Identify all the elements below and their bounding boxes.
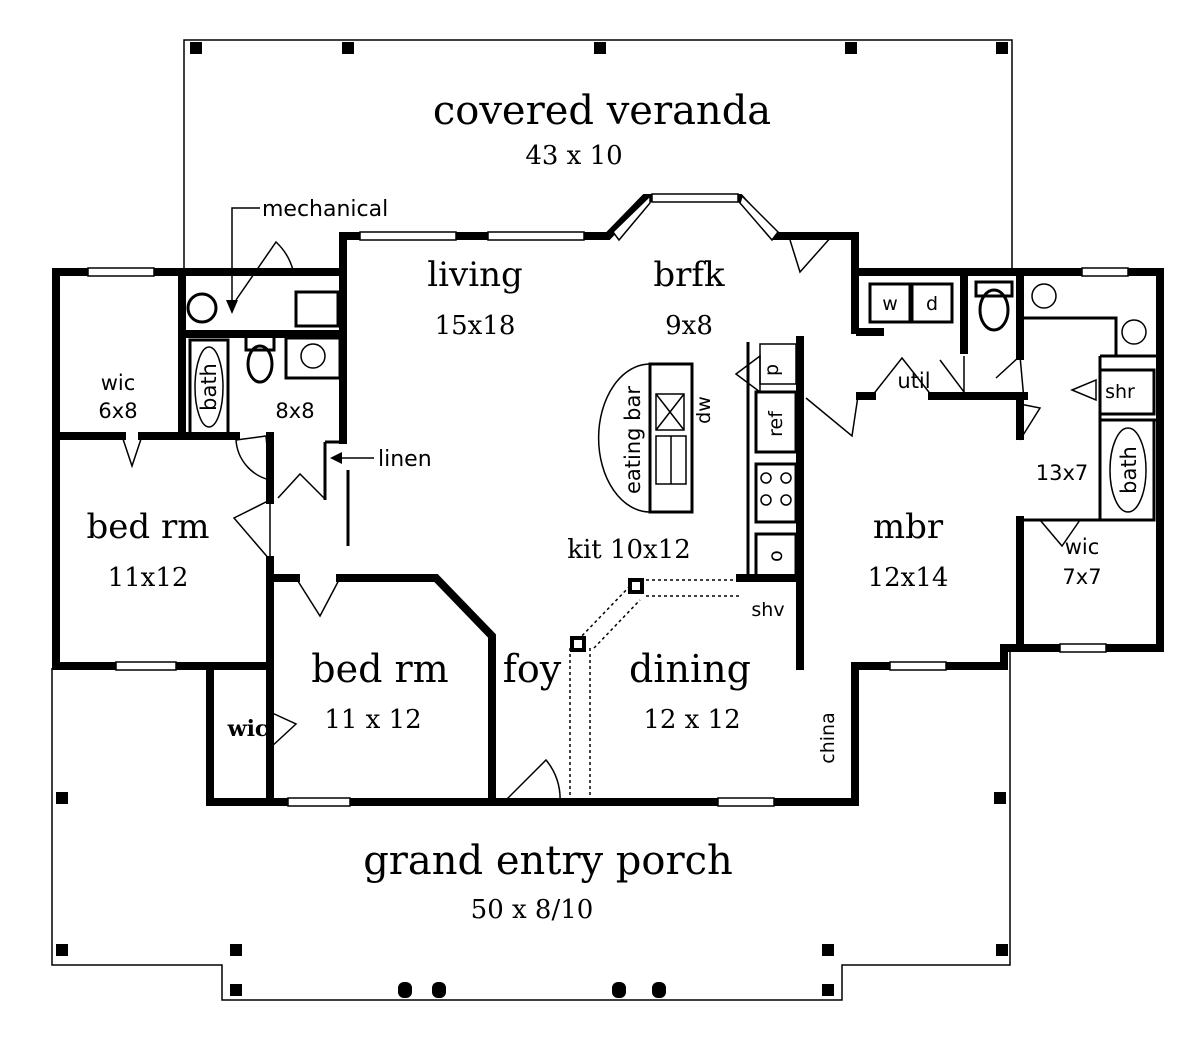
interior-walls [56, 268, 1156, 802]
wic-left-size: 6x8 [98, 399, 137, 423]
porch-posts [56, 42, 1008, 998]
dining-name: dining [629, 647, 751, 691]
dryer-label: d [926, 293, 938, 315]
fixture-labels: mechanical wic 6x8 bath 8x8 linen wic ea… [98, 197, 1141, 764]
dw-label: dw [693, 396, 715, 424]
porch-size: 50 x 8/10 [471, 895, 594, 925]
shr-label: shr [1105, 381, 1135, 403]
linen-label: linen [378, 447, 432, 472]
eating-bar-label: eating bar [621, 386, 645, 494]
mechanical-label: mechanical [262, 197, 388, 222]
bed-center-size: 11 x 12 [324, 705, 421, 735]
pointer-arrows [226, 207, 374, 464]
breakfast-name: brfk [653, 255, 725, 295]
util-label: util [897, 369, 930, 393]
bath-right-label: bath [1117, 446, 1141, 494]
foyer-boundary [569, 578, 740, 798]
china-label: china [817, 712, 839, 763]
bed-left-size: 11x12 [108, 563, 189, 593]
porch-name: grand entry porch [363, 838, 733, 884]
wic-left-label: wic [101, 371, 136, 395]
kitchen-name: kit 10x12 [567, 535, 691, 565]
veranda-outline [183, 39, 1013, 272]
shv-label: shv [751, 599, 784, 621]
wic-right-size: 7x7 [1062, 565, 1101, 589]
exterior-walls [52, 194, 1164, 806]
master-name: mbr [873, 507, 944, 547]
breakfast-size: 9x8 [665, 311, 713, 341]
washer-label: w [882, 293, 898, 315]
ref-label: ref [765, 410, 787, 437]
dining-size: 12 x 12 [643, 705, 740, 735]
room-labels: covered veranda 43 x 10 living 15x18 brf… [87, 88, 949, 925]
veranda-size: 43 x 10 [525, 141, 622, 171]
foyer-name: foy [503, 647, 562, 691]
living-size: 15x18 [435, 311, 516, 341]
living-name: living [427, 255, 523, 295]
bed-left-name: bed rm [87, 507, 210, 547]
bath-fixtures [186, 280, 1156, 522]
veranda-name: covered veranda [433, 88, 771, 134]
master-size: 12x14 [868, 563, 949, 593]
bed-center-name: bed rm [311, 647, 448, 691]
porch-outline [51, 648, 1011, 1001]
bath-right-size: 13x7 [1036, 461, 1089, 485]
kitchen-fixtures [597, 342, 798, 578]
oven-label: o [765, 550, 787, 562]
wic-small-label: wic [227, 716, 269, 742]
bath-left-size: 8x8 [275, 399, 314, 423]
windows [87, 193, 1129, 807]
wic-right-label: wic [1065, 535, 1100, 559]
bath-left-label: bath [197, 363, 221, 411]
pantry-label: p [761, 364, 783, 376]
